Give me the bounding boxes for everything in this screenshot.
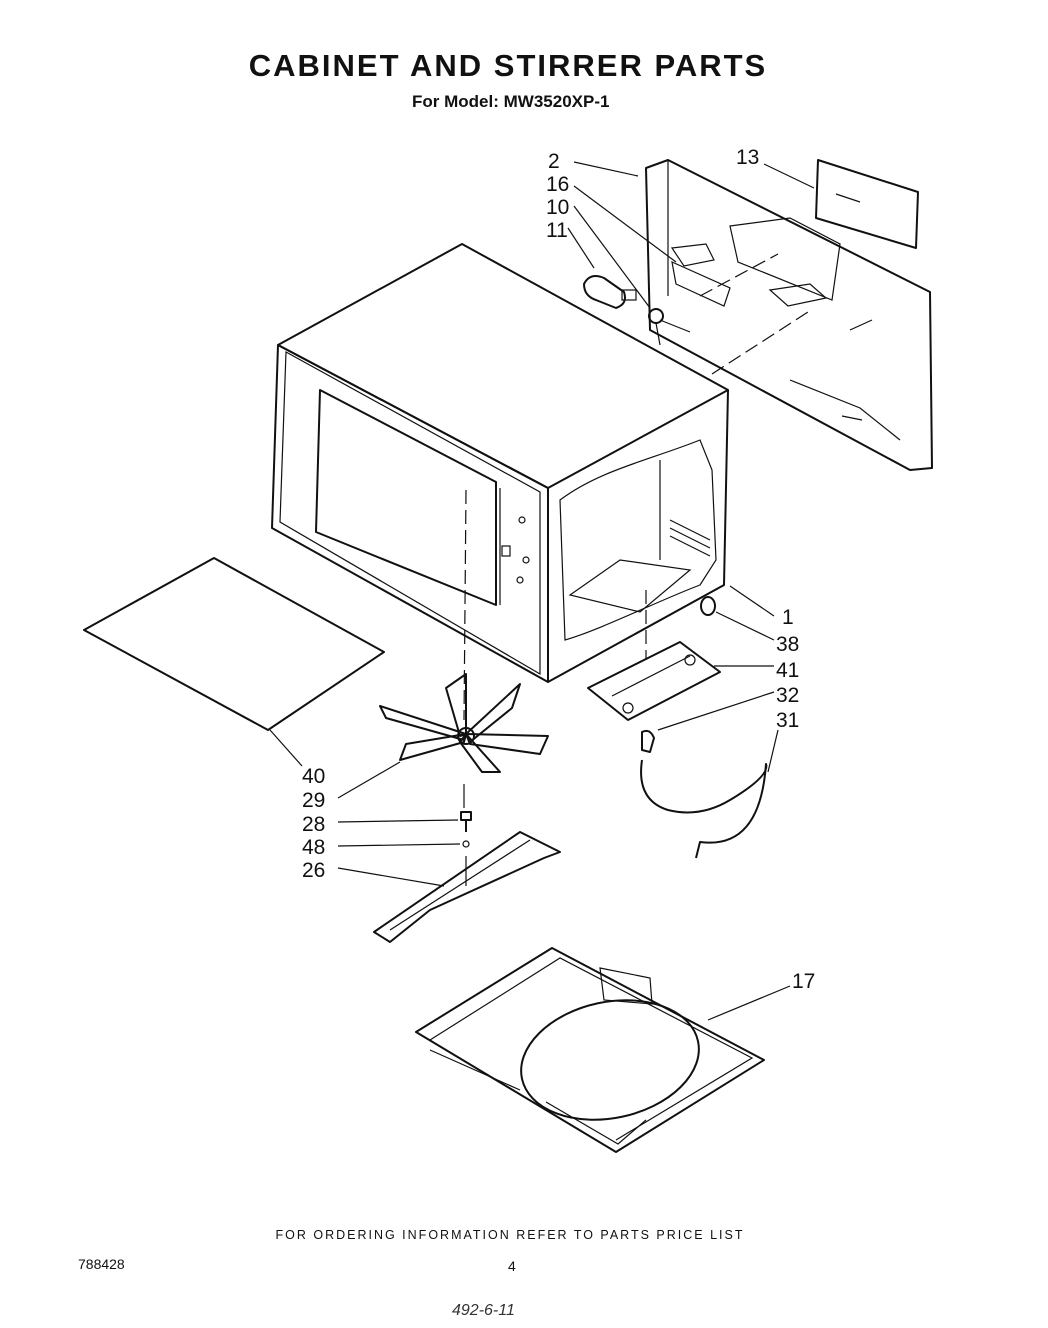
ordering-note: FOR ORDERING INFORMATION REFER TO PARTS … (275, 1228, 745, 1242)
foot-and-motor-bracket (587, 596, 721, 753)
callout-38: 38 (776, 633, 799, 656)
stirrer-blade (379, 673, 549, 773)
callout-11: 11 (546, 219, 568, 242)
model-line: For Model: MW3520XP-1 (412, 92, 609, 112)
alignment-line (463, 489, 467, 721)
callout-32: 32 (776, 684, 799, 707)
alignment-line (699, 253, 779, 297)
callout-31: 31 (776, 709, 799, 732)
stirrer-support-bracket (373, 831, 561, 943)
bottom-plate (415, 947, 765, 1153)
waveguide-cover (815, 159, 919, 249)
callout-40: 40 (302, 765, 325, 788)
page-title: CABINET AND STIRRER PARTS (248, 48, 768, 83)
callout-17: 17 (792, 970, 815, 993)
callout-leaders (269, 161, 815, 1021)
callout-26: 26 (302, 859, 325, 882)
callout-28: 28 (302, 813, 325, 836)
callout-2: 2 (548, 150, 560, 173)
callout-1: 1 (782, 606, 794, 629)
handwritten-note: 492-6-11 (452, 1302, 515, 1319)
glass-tray (83, 557, 385, 731)
alignment-line (711, 311, 809, 375)
model-prefix: For Model: (412, 92, 499, 111)
lamp-and-socket (583, 275, 691, 346)
cabinet-outline (271, 243, 729, 683)
back-panel-outline (645, 159, 933, 471)
document-number: 788428 (78, 1256, 125, 1272)
callout-16: 16 (546, 173, 569, 196)
callout-41: 41 (776, 659, 799, 682)
model-number: MW3520XP-1 (503, 92, 610, 111)
callout-29: 29 (302, 789, 325, 812)
callout-13: 13 (736, 146, 759, 169)
power-cord (640, 759, 768, 859)
screw-and-washer (460, 784, 472, 848)
callout-48: 48 (302, 836, 325, 859)
callout-labels: 2 16 10 11 13 1 38 41 32 31 40 29 28 48 … (302, 146, 815, 993)
page-number: 4 (508, 1258, 516, 1274)
callout-10: 10 (546, 196, 569, 219)
